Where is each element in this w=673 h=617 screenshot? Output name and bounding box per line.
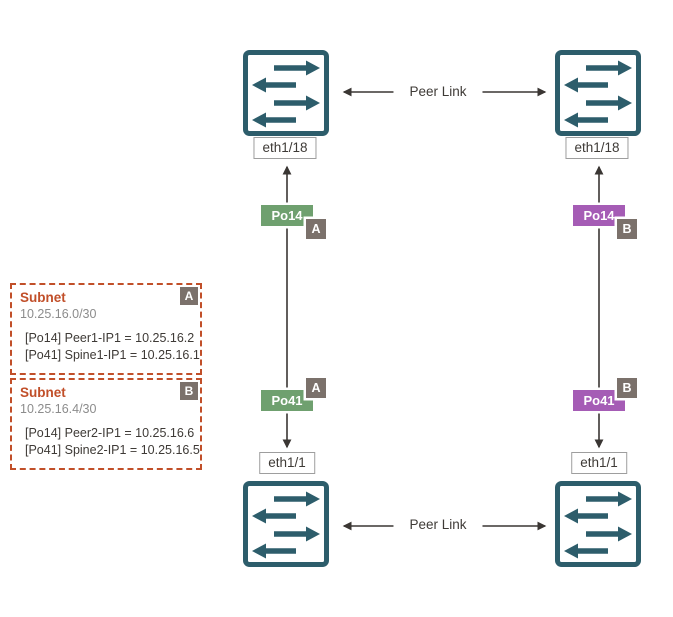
switch-icon-top-left	[240, 48, 332, 138]
badge-po41-right: B	[617, 378, 637, 398]
subnet-box-a: A Subnet 10.25.16.0/30 [Po14] Peer1-IP1 …	[10, 283, 202, 375]
subnet-b-title: Subnet	[20, 385, 66, 400]
subnet-a-entries: [Po14] Peer1-IP1 = 10.25.16.2 [Po41] Spi…	[20, 330, 200, 364]
subnet-a-entry-2: [Po41] Spine1-IP1 = 10.25.16.1	[25, 348, 200, 362]
subnet-a-cidr: 10.25.16.0/30	[20, 307, 97, 321]
switch-icon-bottom-right	[552, 479, 644, 569]
interface-label-top-left: eth1/18	[253, 137, 317, 159]
interface-label-bottom-right: eth1/1	[571, 452, 627, 474]
subnet-b-badge: B	[180, 382, 198, 400]
subnet-b-cidr: 10.25.16.4/30	[20, 402, 97, 416]
interface-label-bottom-left: eth1/1	[259, 452, 315, 474]
subnet-a-title: Subnet	[20, 290, 66, 305]
badge-po41-left: A	[306, 378, 326, 398]
subnet-a-badge: A	[180, 287, 198, 305]
badge-po14-left: A	[306, 219, 326, 239]
subnet-box-b: B Subnet 10.25.16.4/30 [Po14] Peer2-IP1 …	[10, 378, 202, 470]
subnet-a-entry-1: [Po14] Peer1-IP1 = 10.25.16.2	[25, 331, 195, 345]
peer-link-top-label: Peer Link	[393, 82, 483, 102]
subnet-b-entry-1: [Po14] Peer2-IP1 = 10.25.16.6	[25, 426, 195, 440]
badge-po14-right: B	[617, 219, 637, 239]
subnet-b-entry-2: [Po41] Spine2-IP1 = 10.25.16.5	[25, 443, 200, 457]
switch-icon-top-right	[552, 48, 644, 138]
switch-icon-bottom-left	[240, 479, 332, 569]
subnet-b-entries: [Po14] Peer2-IP1 = 10.25.16.6 [Po41] Spi…	[20, 425, 200, 459]
peer-link-bottom-label: Peer Link	[393, 515, 483, 535]
interface-label-top-right: eth1/18	[565, 137, 629, 159]
